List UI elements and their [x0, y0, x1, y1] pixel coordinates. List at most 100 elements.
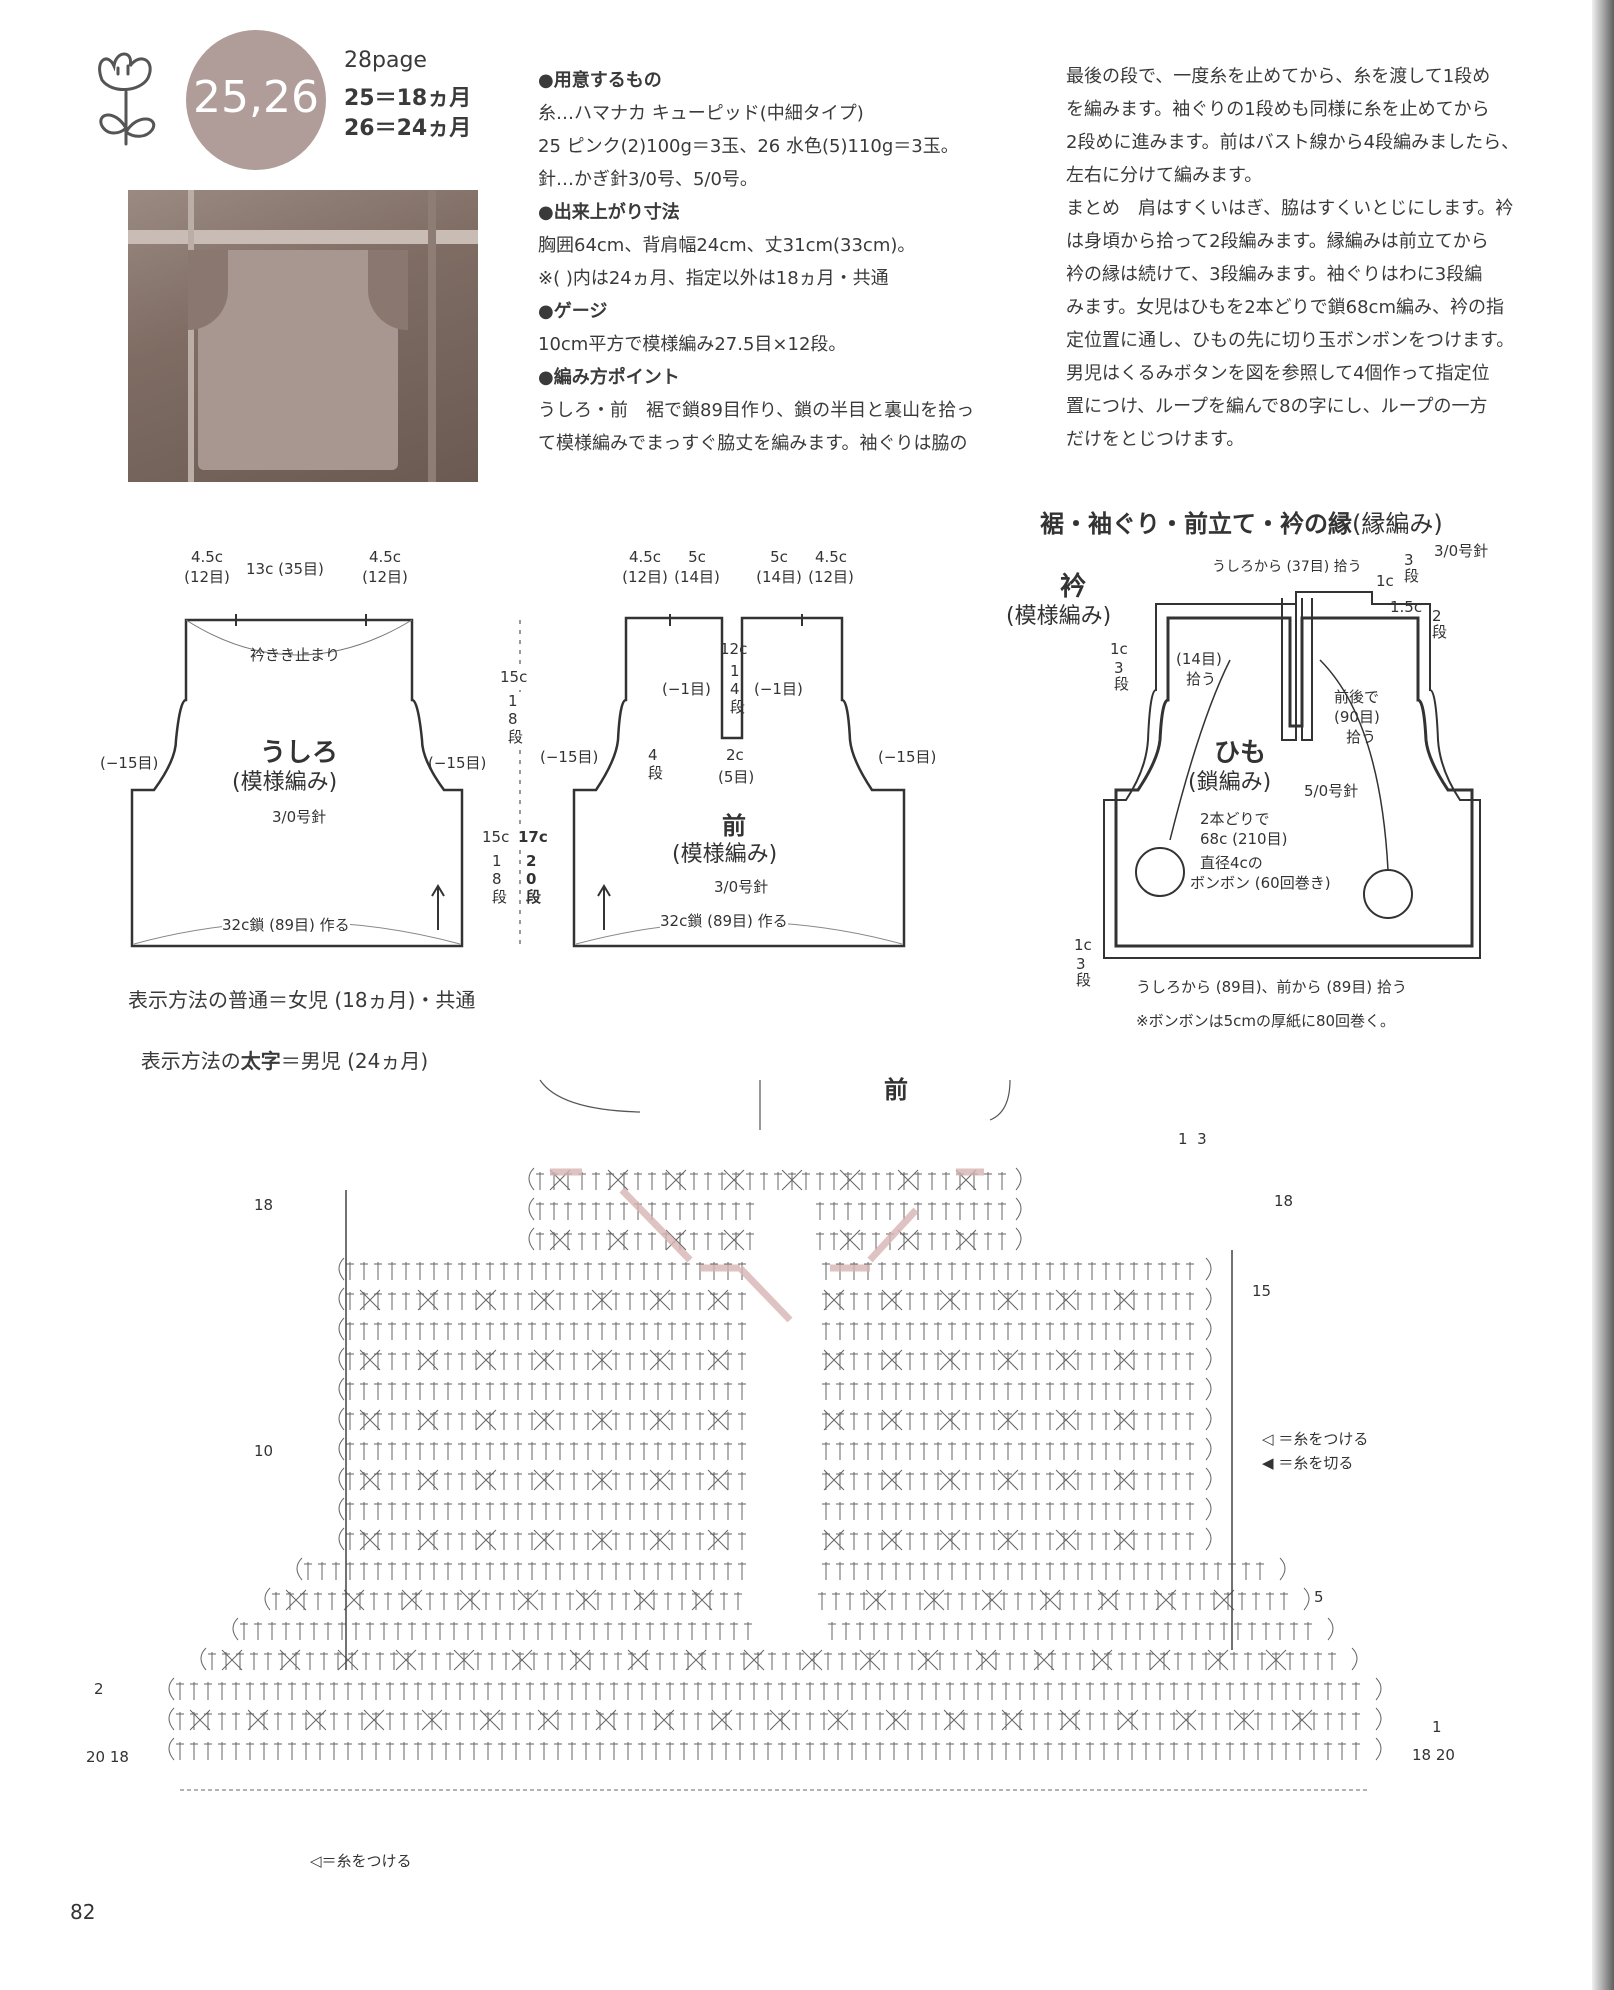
front-dim-l2: 5c (14目) [672, 548, 722, 587]
dc-stitch [402, 1472, 410, 1490]
cross-stitch [395, 1649, 417, 1671]
dc-stitch [346, 1412, 354, 1430]
dc-stitch [990, 1562, 998, 1580]
dc-stitch [818, 1592, 826, 1610]
text-line: は身頃から拾って2段編みます。縁編みは前立てから [1066, 231, 1489, 252]
dc-stitch [612, 1412, 620, 1430]
dc-stitch [496, 1592, 504, 1610]
dc-stitch [1254, 1682, 1262, 1700]
dc-stitch [736, 1742, 744, 1760]
dc-stitch [976, 1562, 984, 1580]
dc-stitch [830, 1202, 838, 1220]
dc-stitch [878, 1412, 886, 1430]
cross-stitch [923, 1589, 945, 1611]
dc-stitch [584, 1262, 592, 1280]
dc-stitch [1114, 1712, 1122, 1730]
dc-stitch [612, 1472, 620, 1490]
front-bottom-sts: (5目) [718, 768, 755, 786]
cross-stitch [823, 1469, 845, 1491]
dc-stitch [592, 1202, 600, 1220]
dc-stitch [484, 1712, 492, 1730]
cross-stitch [707, 1529, 729, 1551]
cross-stitch [955, 1229, 977, 1251]
dc-stitch [648, 1232, 656, 1250]
dc-stitch [1060, 1472, 1068, 1490]
dc-stitch [1186, 1322, 1194, 1340]
dc-stitch [1164, 1622, 1172, 1640]
dc-stitch [962, 1562, 970, 1580]
dc-stitch [738, 1472, 746, 1490]
cord-stitch: (鎖編み) [1188, 770, 1272, 795]
dc-stitch [830, 1232, 838, 1250]
dc-stitch [500, 1382, 508, 1400]
dc-stitch [484, 1682, 492, 1700]
dc-stitch [920, 1382, 928, 1400]
dc-stitch [990, 1262, 998, 1280]
dc-stitch [302, 1712, 310, 1730]
cross-stitch [417, 1289, 439, 1311]
dc-stitch [1020, 1652, 1028, 1670]
turning-chain [1205, 1407, 1212, 1431]
dc-stitch [634, 1172, 642, 1190]
dc-stitch [598, 1292, 606, 1310]
cross-stitch [569, 1649, 591, 1671]
dim-lower-rows-a: 18段 [492, 852, 508, 906]
dc-stitch [288, 1742, 296, 1760]
dc-stitch [676, 1202, 684, 1220]
dc-stitch [724, 1472, 732, 1490]
dc-stitch [1130, 1472, 1138, 1490]
dc-stitch [570, 1262, 578, 1280]
dc-stitch [626, 1562, 634, 1580]
dc-stitch [990, 1382, 998, 1400]
legend-suffix: ＝男児 (24ヵ月) [280, 1049, 429, 1073]
dc-stitch [920, 1532, 928, 1550]
dc-stitch [878, 1262, 886, 1280]
dc-stitch [478, 1622, 486, 1640]
dim-lower-rows-b: 20段 [526, 852, 542, 906]
dc-stitch [444, 1382, 452, 1400]
dc-stitch [458, 1412, 466, 1430]
dc-stitch [1172, 1352, 1180, 1370]
dc-stitch [370, 1592, 378, 1610]
turning-chain [528, 1197, 535, 1221]
row-label-15-right: 15 [1252, 1282, 1272, 1300]
dc-stitch [1018, 1472, 1026, 1490]
dc-stitch [976, 1412, 984, 1430]
cross-stitch [359, 1409, 381, 1431]
dc-stitch [878, 1322, 886, 1340]
cross-stitch [1213, 1589, 1235, 1611]
dc-stitch [746, 1232, 754, 1250]
dc-stitch [1128, 1682, 1136, 1700]
dc-stitch [1212, 1742, 1220, 1760]
dc-stitch [610, 1742, 618, 1760]
dc-stitch [640, 1472, 648, 1490]
turning-chain [1303, 1587, 1310, 1611]
dc-stitch [358, 1742, 366, 1760]
dc-stitch [1310, 1742, 1318, 1760]
dc-stitch [626, 1472, 634, 1490]
dc-stitch [850, 1472, 858, 1490]
text-line: まとめ 肩はすくいはぎ、脇はすくいとじにします。衿 [1066, 198, 1514, 219]
dc-stitch [1032, 1502, 1040, 1520]
dc-stitch [582, 1742, 590, 1760]
dc-stitch [372, 1742, 380, 1760]
dc-stitch [1102, 1382, 1110, 1400]
dc-stitch [316, 1682, 324, 1700]
dc-stitch [554, 1682, 562, 1700]
dc-stitch [1226, 1712, 1234, 1730]
cross-stitch [401, 1589, 423, 1611]
dc-stitch [500, 1532, 508, 1550]
dc-stitch [1172, 1262, 1180, 1280]
dc-stitch [1158, 1412, 1166, 1430]
dc-stitch [538, 1592, 546, 1610]
dc-stitch [530, 1652, 538, 1670]
dc-stitch [976, 1352, 984, 1370]
dc-stitch [906, 1562, 914, 1580]
dc-stitch [380, 1622, 388, 1640]
dc-stitch [722, 1682, 730, 1700]
dc-stitch [1172, 1532, 1180, 1550]
cross-stitch [881, 1469, 903, 1491]
dc-stitch [904, 1712, 912, 1730]
dc-stitch [824, 1652, 832, 1670]
dc-stitch [430, 1562, 438, 1580]
